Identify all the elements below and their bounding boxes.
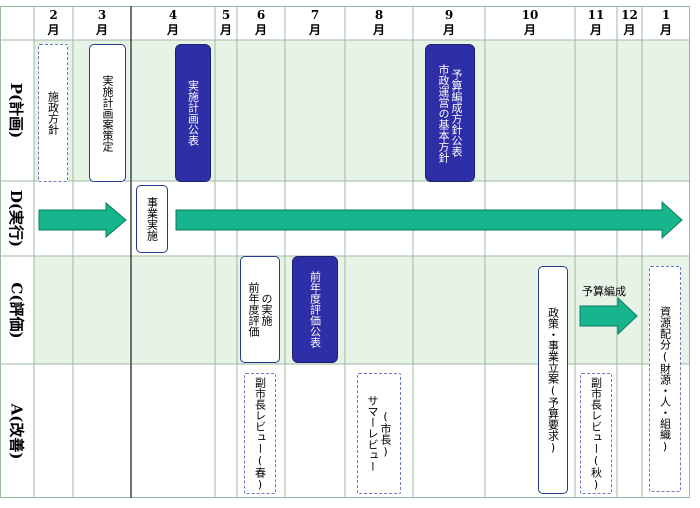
box-deputy-mayor-review-autumn: 副市長レビュー(秋) <box>580 373 612 494</box>
box-policy-project-planning: 政策・事業立案(予算要求) <box>538 266 568 494</box>
row-label-plan: P(計画) <box>7 82 26 139</box>
row-label-act: A(改善) <box>7 403 26 459</box>
box-policy-speech: 施政方針 <box>38 44 68 182</box>
box-project-implementation: 事業実施 <box>136 185 168 253</box>
row-label-do: D(実行) <box>7 189 26 248</box>
arrow-plan-to-execution <box>38 201 127 239</box>
box-resource-allocation: 資源配分(財源・人・組織) <box>649 266 681 492</box>
row-label-check: C(評価) <box>7 281 26 339</box>
arrow-budget-formation <box>579 296 638 336</box>
box-implementation-plan-publication: 実施計画公表 <box>175 44 211 182</box>
box-implementation-plan-draft: 実施計画案策定 <box>89 44 126 182</box>
band-plan <box>34 40 690 181</box>
label-budget-formation: 予算編成 <box>582 285 626 298</box>
box-deputy-mayor-review-spring: 副市長レビュー(春) <box>244 373 276 494</box>
box-previous-year-evaluation: 前年度評価 の実施 <box>240 256 280 363</box>
arrow-execution-long <box>175 200 683 240</box>
box-previous-year-evaluation-publication: 前年度評価公表 <box>292 256 338 363</box>
box-basic-policy-and-budget-policy: 市政運営の基本方針 予算編成方針公表 <box>425 44 475 182</box>
box-summer-review: サマーレビュー (市長) <box>357 373 401 494</box>
